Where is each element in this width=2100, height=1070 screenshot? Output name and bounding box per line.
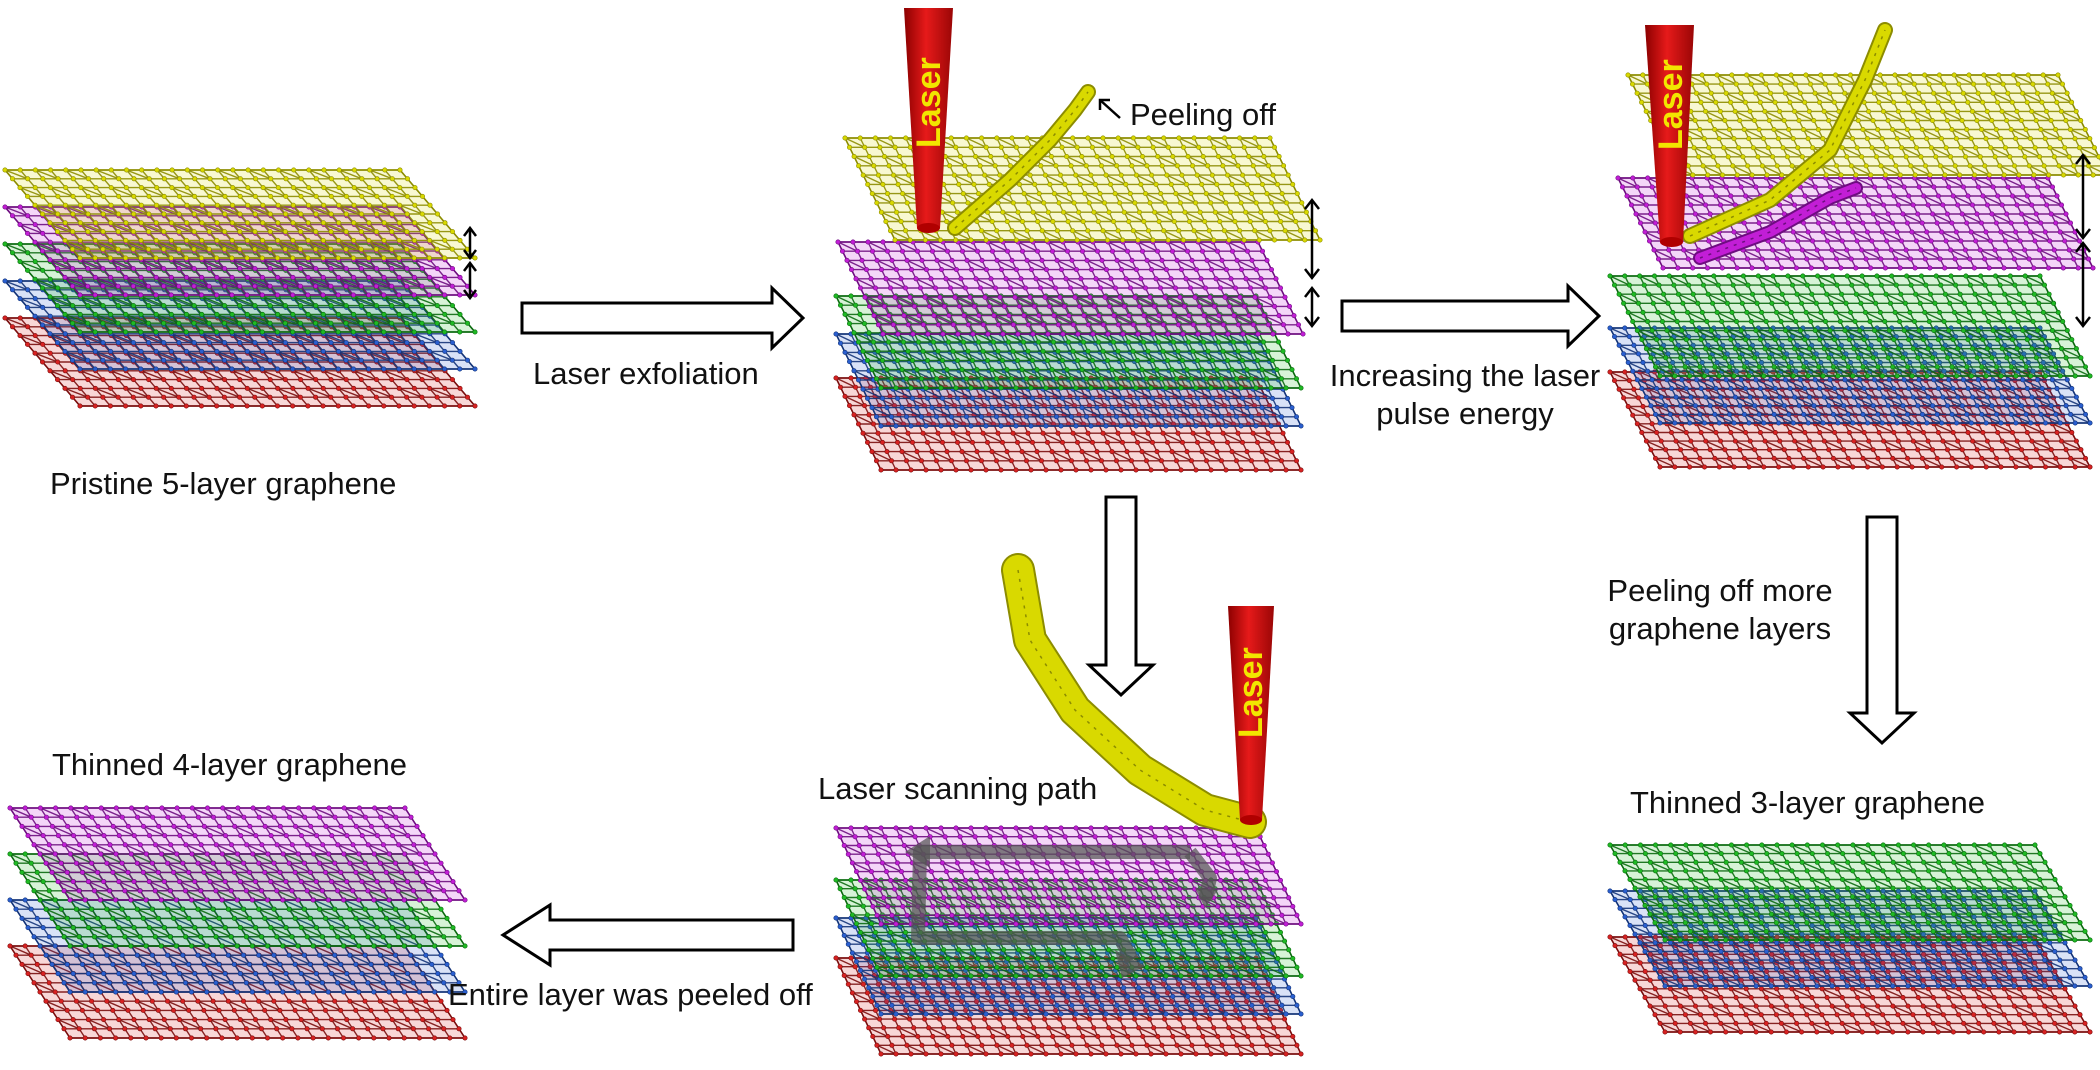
arrow-down-1 [1085, 495, 1157, 698]
peel-more-label: Peeling off more graphene layers [1585, 572, 1855, 648]
peeling-off-pointer [1098, 98, 1121, 119]
peeled-ribbon [1001, 553, 1267, 839]
peeling-strip [947, 84, 1096, 236]
high-energy-spacing-arrows [2075, 152, 2091, 329]
peeling-strip-2 [1682, 22, 1893, 265]
thinned-4-layer-stack [7, 805, 468, 1041]
graphene-layer-green [1607, 842, 2093, 943]
arrow-down-2 [1846, 515, 1918, 746]
graphene-layer-yellow [2, 167, 478, 261]
laser-label-3: Laser [1232, 647, 1270, 738]
scan-path-arrowheads [905, 836, 1218, 978]
yellow-peeling-ribbon-2 [1682, 22, 1893, 244]
thinned-4-caption: Thinned 4-layer graphene [52, 747, 408, 782]
arrow-right-1 [520, 284, 806, 352]
laser-beam-3: Laser [1228, 606, 1274, 825]
graphene-layer-green [1607, 273, 2093, 379]
process-arrows [500, 282, 1918, 968]
peeling-off-label: Peeling off [1130, 97, 1276, 132]
laser-beam: Laser [904, 8, 953, 233]
pristine-caption: Pristine 5-layer graphene [50, 466, 397, 501]
laser-label: Laser [910, 57, 948, 148]
graphene-layer-magenta [833, 825, 1304, 927]
thinned-3-layer-stack [1607, 842, 2093, 1035]
increase-energy-label: Increasing the laser pulse energy [1310, 357, 1620, 433]
thinned-3-caption: Thinned 3-layer graphene [1630, 785, 1986, 820]
peel-more-line1: Peeling off more [1607, 573, 1833, 608]
laser-beam-2: Laser [1645, 25, 1694, 247]
arrow-right-2 [1340, 282, 1602, 350]
graphene-layer-green [833, 293, 1304, 391]
entire-layer-label: Entire layer was peeled off [448, 977, 813, 1012]
yellow-peeling-ribbon [947, 84, 1096, 236]
increase-energy-line2: pulse energy [1376, 396, 1554, 431]
interlayer-spacing-arrows [463, 225, 477, 301]
yellow-scanned-ribbon [1001, 553, 1267, 839]
exfoliation-spacing-arrows [1304, 197, 1320, 329]
graphene-layer-magenta [7, 805, 468, 903]
magenta-peeling-ribbon [1693, 181, 1863, 265]
graphene-layer-magenta [835, 239, 1306, 337]
scanning-path-caption: Laser scanning path [818, 771, 1098, 806]
increase-energy-line1: Increasing the laser [1329, 358, 1601, 393]
pristine-5-layer-stack [2, 167, 478, 409]
laser-exfoliation-label: Laser exfoliation [533, 356, 759, 391]
peel-more-line2: graphene layers [1608, 611, 1832, 646]
laser-label-2: Laser [1652, 59, 1690, 150]
arrow-left-1 [500, 902, 795, 968]
laser-exfoliation-stack [833, 135, 1323, 473]
